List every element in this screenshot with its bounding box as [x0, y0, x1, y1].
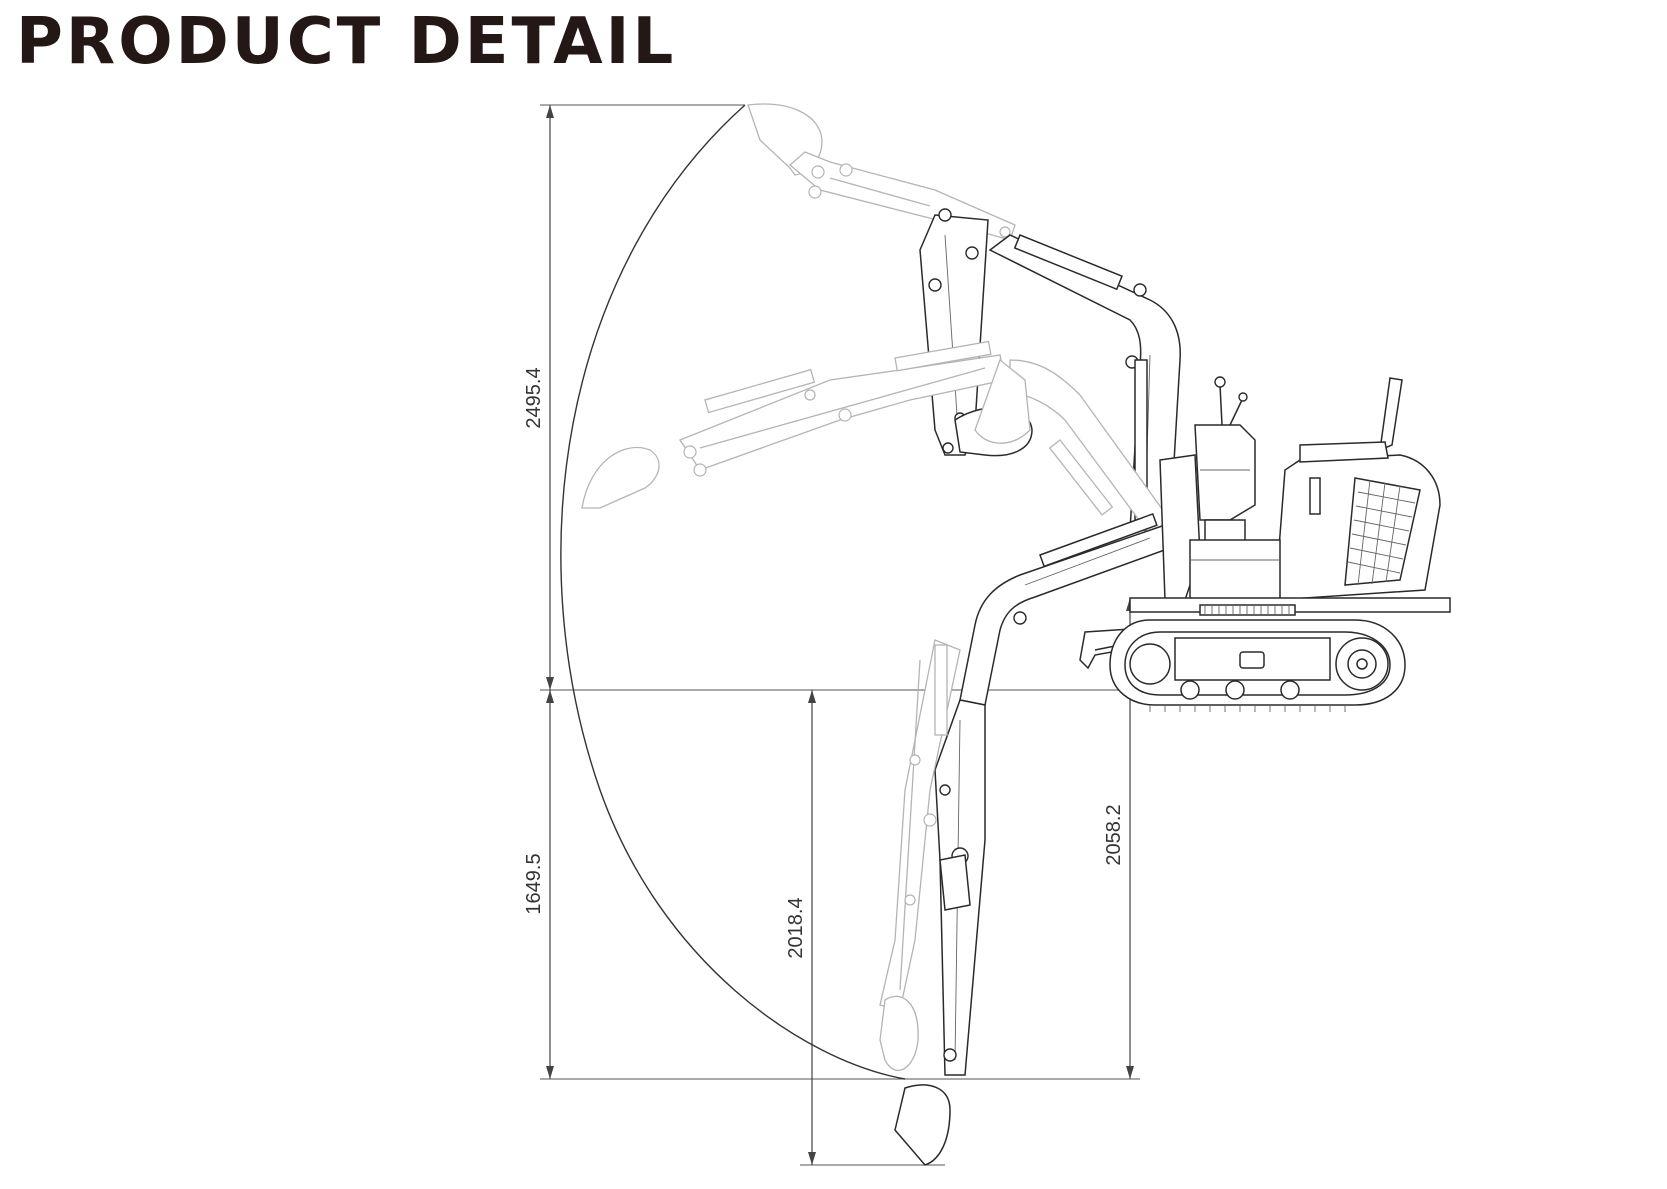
arm-digging	[894, 512, 1181, 1166]
excavator-body	[1079, 376, 1451, 712]
ghost-arm-low	[879, 639, 961, 1072]
reach-arc	[560, 104, 906, 1080]
dimension-label-2495: 2495.4	[523, 367, 545, 428]
dimension-lines	[540, 104, 1140, 1166]
dimension-label-2018: 2018.4	[785, 897, 807, 958]
ghost-arm-horizontal	[581, 340, 1171, 536]
dimension-labels: 2495.4 1649.5 2018.4 2058.2	[523, 367, 1125, 958]
slew-ring	[1199, 604, 1296, 616]
dimension-label-1649: 1649.5	[523, 853, 545, 914]
dimension-label-2058: 2058.2	[1103, 804, 1125, 865]
grille-pattern	[1347, 479, 1416, 586]
page-title: PRODUCT DETAIL	[16, 5, 677, 79]
